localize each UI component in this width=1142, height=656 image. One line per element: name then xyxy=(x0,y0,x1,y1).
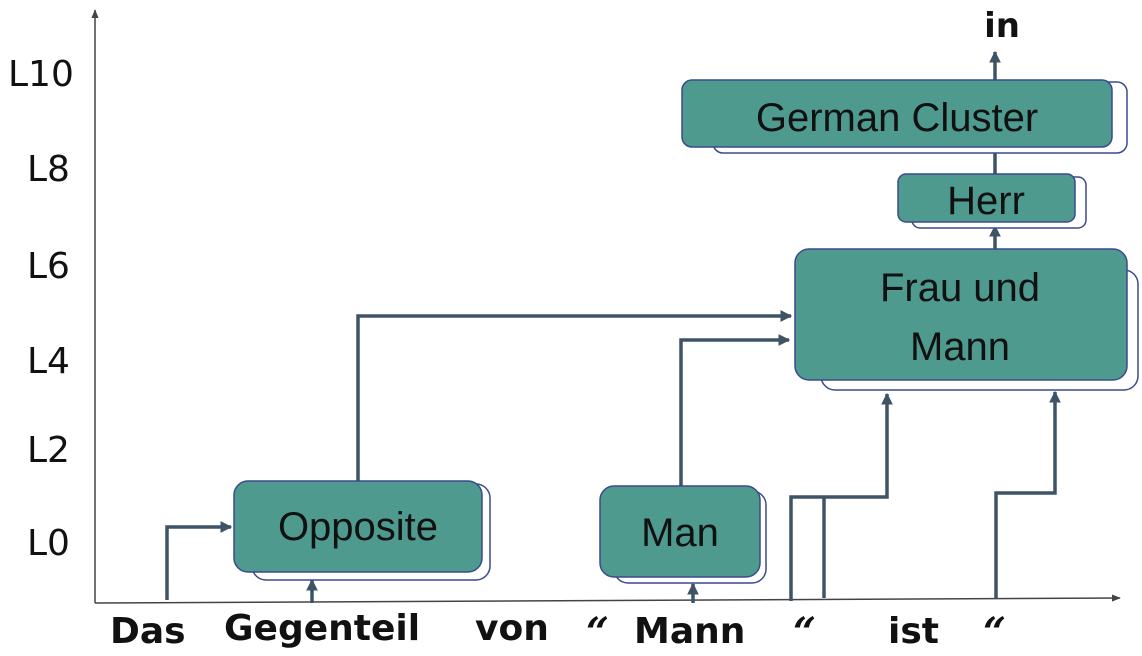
node-herr[interactable]: Herr xyxy=(897,173,1087,229)
y-label-l8: L8 xyxy=(27,149,70,190)
token-quote-1: “ xyxy=(586,609,609,656)
token-quote-3: “ xyxy=(983,609,1006,656)
token-quote-2: “ xyxy=(793,609,816,656)
token-mann: Mann xyxy=(634,611,745,652)
node-man-label: Man xyxy=(641,511,719,555)
node-frau-und-mann-label-line2: Mann xyxy=(910,325,1010,369)
token-von: von xyxy=(475,608,549,649)
edge-ist-to-frau-und-mann xyxy=(994,390,1061,598)
node-opposite-label: Opposite xyxy=(278,505,438,549)
node-man[interactable]: Man xyxy=(599,485,767,584)
y-label-l4: L4 xyxy=(27,341,70,382)
edge-quote-to-frau-und-mann xyxy=(789,392,893,601)
token-gegenteil: Gegenteil xyxy=(224,608,420,649)
edge-das-to-opposite xyxy=(165,521,233,600)
y-label-l6: L6 xyxy=(27,246,70,287)
node-herr-label: Herr xyxy=(947,179,1025,223)
edge-man-to-frau-und-mann xyxy=(679,334,791,487)
node-frau-und-mann-label-line1: Frau und xyxy=(880,266,1040,310)
y-label-l10: L10 xyxy=(8,54,74,95)
node-opposite[interactable]: Opposite xyxy=(233,480,491,581)
node-german-cluster-label: German Cluster xyxy=(756,96,1038,140)
token-das: Das xyxy=(110,611,186,652)
node-german-cluster[interactable]: German Cluster xyxy=(681,79,1128,154)
output-token-in: in xyxy=(984,6,1020,46)
token-ist: ist xyxy=(888,611,939,652)
y-label-l2: L2 xyxy=(27,430,70,471)
x-axis xyxy=(94,594,1121,604)
y-label-l0: L0 xyxy=(27,523,70,564)
edge-opposite-to-frau-und-mann xyxy=(356,310,793,481)
node-frau-und-mann[interactable]: Frau und Mann xyxy=(794,248,1139,391)
